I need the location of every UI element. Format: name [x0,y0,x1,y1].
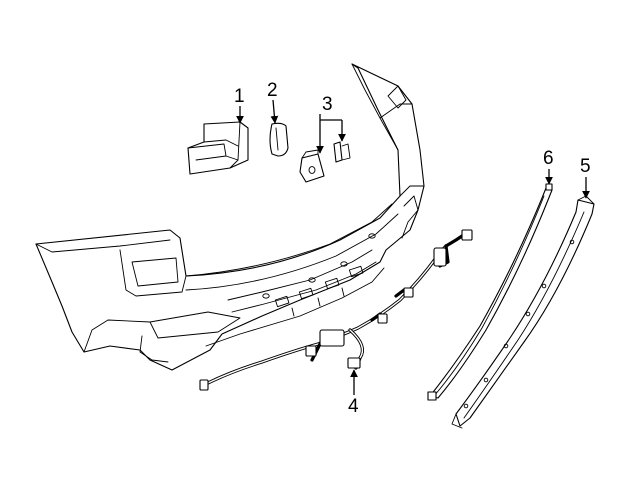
harness-connector [433,247,447,267]
callout-2-arrow [270,99,279,124]
harness-connector [377,313,388,324]
harness-connector [305,345,317,357]
callout-4-number: 4 [348,396,359,417]
harness-connector [319,329,345,347]
callout-3: 3 [316,94,346,154]
bumper-cover [35,63,425,371]
callout-5-number: 5 [580,156,591,177]
callout-2-number: 2 [267,80,278,101]
harness-connector [403,287,414,298]
callout-1-number: 1 [234,86,245,107]
part-1-absorber [187,121,249,175]
part-6-molding [427,183,553,401]
valance-slots [274,265,364,317]
part-4-harness [199,229,473,391]
callout-6-number: 6 [543,148,554,169]
harness-connector [347,357,361,369]
part-3-brackets [299,141,351,183]
callout-5: 5 [580,156,591,199]
callout-4: 4 [348,369,359,417]
callout-3-number: 3 [322,94,333,115]
callout-2: 2 [267,80,279,124]
callout-1: 1 [234,86,245,124]
part-5-strip [451,195,595,429]
harness-connector [461,229,473,241]
sensor-holes [262,233,376,299]
callout-6: 6 [543,148,554,185]
harness-connector [199,379,209,391]
part-2-reflector [269,122,289,157]
